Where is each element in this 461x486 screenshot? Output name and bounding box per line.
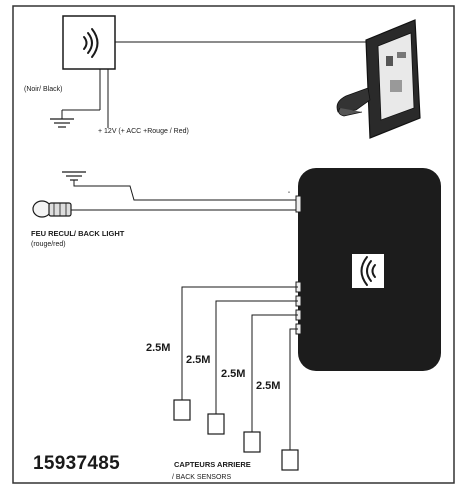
sensor-cables: [181, 286, 298, 450]
wireless-transmitter: [62, 15, 116, 70]
product-code: 15937485: [33, 453, 120, 474]
sensors-label-line1: CAPTEURS ARRIERE: [174, 460, 251, 469]
cable-length-label: 2.5M: [221, 368, 246, 380]
power-label: + 12V (+ ACC +Rouge / Red): [98, 128, 189, 135]
reverse-light-label: FEU RECUL/ BACK LIGHT: [31, 229, 125, 238]
bulb-ground-wire: [73, 180, 298, 201]
back-sensor: [207, 413, 225, 435]
display-monitor-icon: [336, 19, 421, 139]
back-sensor: [173, 399, 191, 421]
ground-color-label: (Noir/ Black): [24, 86, 63, 93]
ground-icon: [50, 118, 74, 128]
reverse-light-color-label: (rouge/red): [31, 241, 66, 248]
module-minus-mark: -: [288, 190, 290, 196]
sensors-label-line2: / BACK SENSORS: [172, 474, 232, 481]
light-bulb-icon: [32, 200, 72, 218]
cable-length-label: 2.5M: [146, 342, 171, 354]
diagram-border: [12, 5, 455, 484]
back-sensor: [243, 431, 261, 453]
ground-icon: [62, 171, 86, 181]
back-sensor: [281, 449, 299, 471]
wireless-signal-icon: [83, 28, 99, 58]
cable-length-label: 2.5M: [186, 354, 211, 366]
wireless-signal-icon: [360, 256, 376, 286]
cable-length-label: 2.5M: [256, 380, 281, 392]
control-module: [295, 168, 441, 371]
